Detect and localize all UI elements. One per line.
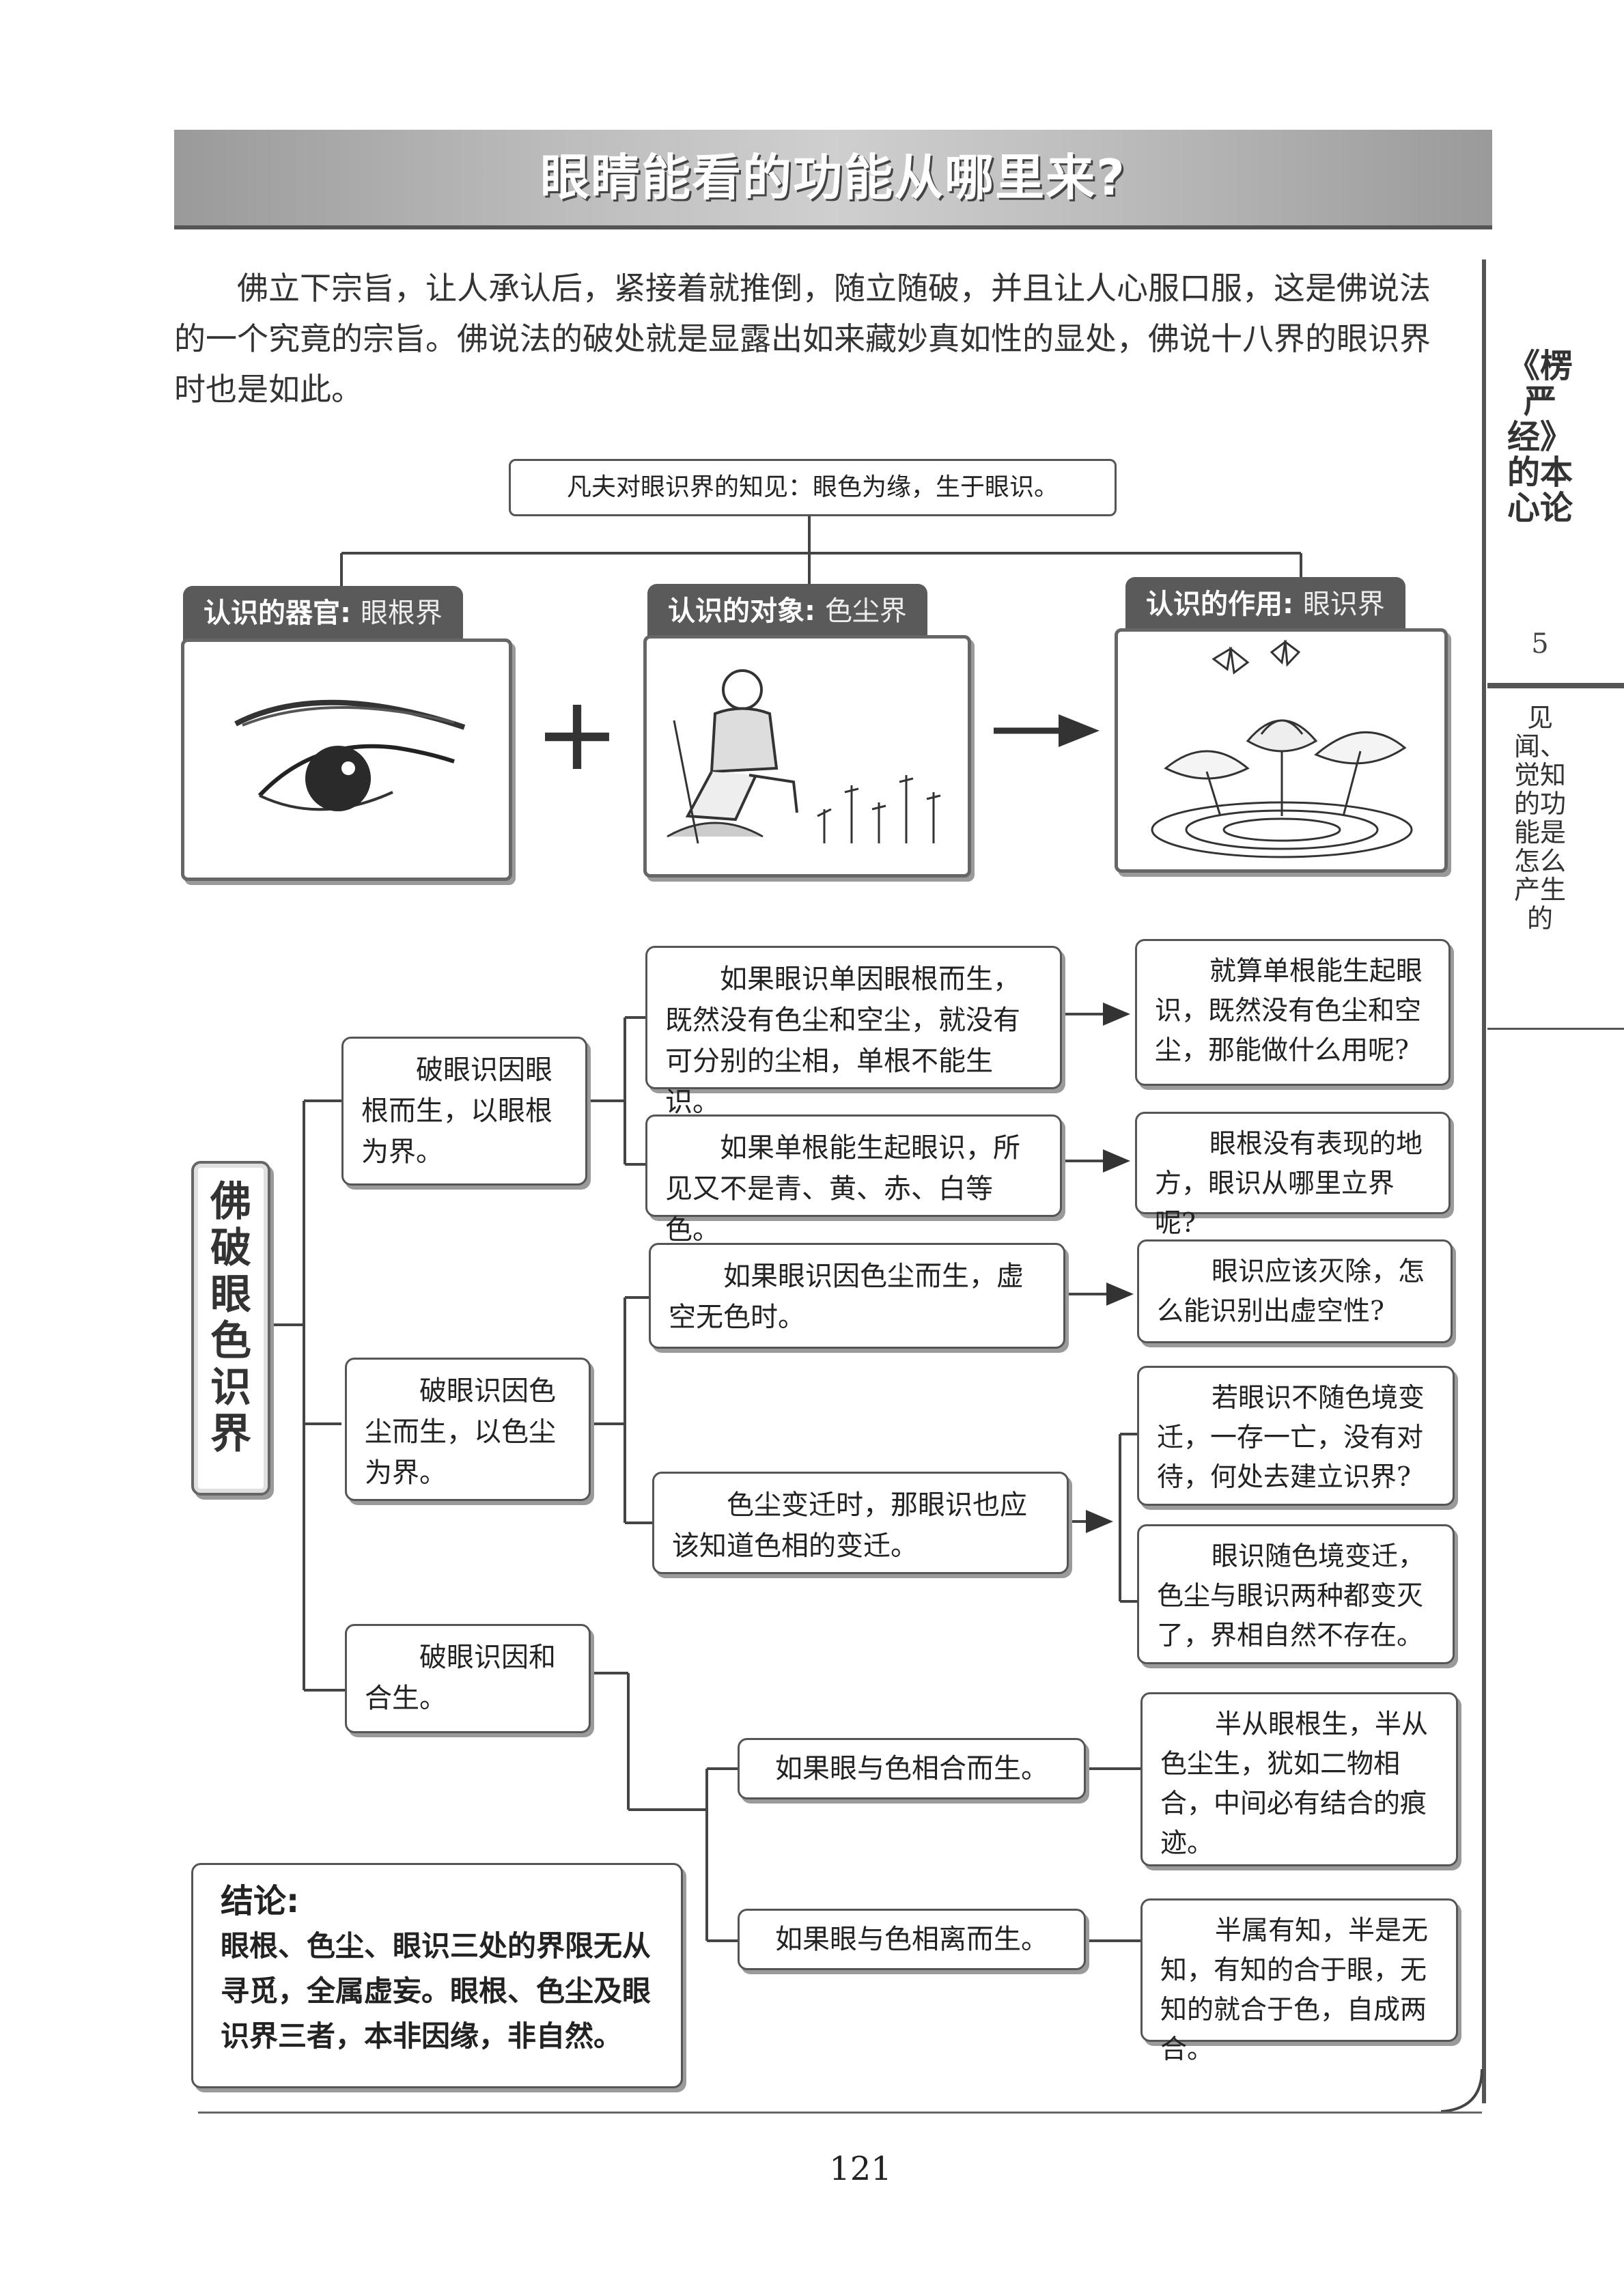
right-frame-line — [1482, 260, 1486, 2103]
premise-1-2: 如果单根能生起眼识，所见又不是青、黄、赤、白等色。 — [645, 1114, 1062, 1246]
conclusion-box: 结论: 眼根、色尘、眼识三处的界限无从寻觅，全属虚妄。眼根、色尘及眼识界三者，本… — [191, 1863, 683, 2088]
conclusion-body: 眼根、色尘、眼识三处的界限无从寻觅，全属虚妄。眼根、色尘及眼识界三者，本非因缘，… — [221, 1929, 652, 2053]
sidebar-chapter-number: 5 — [1531, 628, 1549, 660]
branch-cause-combination: 破眼识因和合生。 — [345, 1624, 591, 1733]
panel-label-organ-text: 认识的器官: — [204, 598, 351, 629]
intro-paragraph: 佛立下宗旨，让人承认后，紧接着就推倒，随立随破，并且让人心服口服，这是佛说法的一… — [174, 270, 1431, 408]
panel-object-image — [643, 635, 971, 878]
result-3-1: 半从眼根生，半从色尘生，犹如二物相合，中间必有结合的痕迹。 — [1140, 1692, 1458, 1866]
sidebar-book-title: 《楞严经》的本心论 — [1507, 347, 1573, 527]
panel-label-object: 认识的对象: 色尘界 — [647, 584, 927, 639]
premise-1-1: 如果眼识单因眼根而生，既然没有色尘和空尘，就没有可分别的尘相，单根不能生识。 — [645, 946, 1062, 1118]
panel-organ-image — [181, 639, 512, 881]
premise-2-1: 如果眼识因色尘而生，虚空无色时。 — [649, 1243, 1065, 1349]
panel-label-object-text: 认识的对象: — [668, 595, 815, 627]
title-banner — [174, 130, 1492, 229]
premise-3-2: 如果眼与色相离而生。 — [738, 1909, 1086, 1970]
panel-label-function: 认识的作用: 眼识界 — [1125, 577, 1405, 632]
panel-label-function-text: 认识的作用: — [1146, 589, 1293, 620]
premise-3-1: 如果眼与色相合而生。 — [738, 1738, 1086, 1799]
panel-label-organ: 认识的器官: 眼根界 — [183, 586, 463, 641]
farmer-field-illustration-icon — [667, 669, 941, 844]
branch-cause-color-dust: 破眼识因色尘而生，以色尘为界。 — [345, 1358, 591, 1501]
result-3-2: 半属有知，半是无知，有知的合于眼，无知的就合于色，自成两合。 — [1140, 1898, 1458, 2065]
panel-label-organ-sub: 眼根界 — [360, 598, 443, 629]
page-number: 121 — [829, 2150, 892, 2188]
plus-sign: + — [534, 675, 620, 794]
panel-label-function-sub: 眼识界 — [1302, 589, 1385, 620]
result-2-2a: 若眼识不随色境变迁，一存一亡，没有对待，何处去建立识界? — [1137, 1366, 1455, 1506]
conclusion-heading: 结论: — [221, 1882, 300, 1920]
result-1-1: 就算单根能生起眼识，既然没有色尘和空尘，那能做什么用呢? — [1135, 939, 1451, 1086]
tree-root-box: 佛破眼色识界 — [191, 1161, 270, 1496]
result-2-2b: 眼识随色境变迁，色尘与眼识两种都变灭了，界相自然不存在。 — [1137, 1524, 1455, 1664]
top-root-box: 凡夫对眼识界的知见：眼色为缘，生于眼识。 — [509, 459, 1117, 516]
sidebar-divider-bottom — [1487, 1028, 1624, 1030]
sidebar-section-title: 见闻、觉知的功能是怎么产生的 — [1513, 703, 1566, 934]
sidebar-divider — [1487, 683, 1624, 688]
branch-cause-eye-root: 破眼识因眼根而生，以眼根为界。 — [341, 1037, 587, 1186]
panel-function-image — [1115, 628, 1448, 873]
result-1-2: 眼根没有表现的地方，眼识从哪里立界呢? — [1135, 1112, 1451, 1239]
top-root-text: 凡夫对眼识界的知见：眼色为缘，生于眼识。 — [566, 473, 1059, 501]
eye-illustration-icon — [234, 699, 466, 811]
lotus-butterfly-illustration-icon — [1151, 639, 1413, 858]
page-title: 眼睛能看的功能从哪里来? — [540, 149, 1126, 206]
footer-rule — [198, 2112, 1482, 2114]
panel-label-object-sub: 色尘界 — [824, 595, 907, 627]
premise-2-2: 色尘变迁时，那眼识也应该知道色相的变迁。 — [652, 1472, 1069, 1574]
result-2-1: 眼识应该灭除，怎么能识别出虚空性? — [1137, 1239, 1453, 1343]
